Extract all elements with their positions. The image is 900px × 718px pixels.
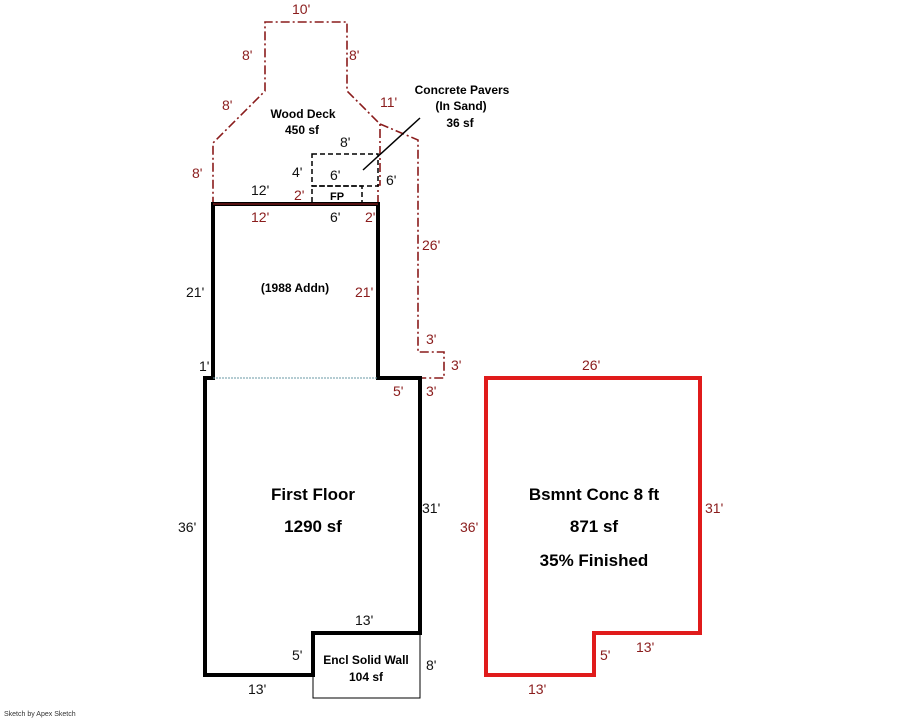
basement-finished: 35% Finished xyxy=(540,551,649,570)
addition-dim-step-left: 1' xyxy=(199,358,209,374)
fireplace-dim-bottom: 6' xyxy=(330,209,340,225)
addition-dim-top-black: 12' xyxy=(251,182,269,198)
first-floor-dim-right: 31' xyxy=(422,500,440,516)
first-floor-dim-left: 36' xyxy=(178,519,196,535)
addition-dim-right: 21' xyxy=(355,284,373,300)
basement-dim-right: 31' xyxy=(705,500,723,516)
first-floor-title: First Floor xyxy=(271,485,355,504)
deck-outline xyxy=(212,21,381,204)
addition-dim-top-red: 12' xyxy=(251,209,269,225)
pavers-title-line2: (In Sand) xyxy=(435,99,486,113)
first-floor-dim-notch-side: 5' xyxy=(292,647,302,663)
deck-dim-join-right: 2' xyxy=(365,209,375,225)
addition-label: (1988 Addn) xyxy=(261,281,329,295)
deck-dim-upper-left: 8' xyxy=(242,47,252,63)
basement-title: Bsmnt Conc 8 ft xyxy=(529,485,660,504)
deck-title: Wood Deck xyxy=(270,107,335,121)
fireplace-label: FP xyxy=(330,191,344,203)
pavers-dim-left: 4' xyxy=(292,164,302,180)
deck-dim-diag-right: 11' xyxy=(380,94,397,110)
first-floor-area: 1290 sf xyxy=(284,517,342,536)
enclosure-area: 104 sf xyxy=(349,670,384,684)
basement-outline xyxy=(484,376,702,677)
pavers-outline xyxy=(311,153,379,187)
deck-dim-right-long: 26' xyxy=(422,237,440,253)
deck-outline-right xyxy=(379,123,445,379)
basement-dim-top: 26' xyxy=(582,357,600,373)
pavers-dim-right: 6' xyxy=(386,172,396,188)
deck-dim-upper-right: 8' xyxy=(349,47,359,63)
basement-area: 871 sf xyxy=(570,517,619,536)
pavers-pointer-line xyxy=(362,117,421,171)
sketch-credit: Sketch by Apex Sketch xyxy=(4,711,76,718)
basement-dim-notch-vert: 5' xyxy=(600,647,610,663)
pavers-title-line1: Concrete Pavers xyxy=(415,83,510,97)
deck-dim-join-left: 2' xyxy=(294,187,304,203)
pavers-dim-top: 8' xyxy=(340,134,350,150)
basement-dim-bottom: 13' xyxy=(528,681,546,697)
deck-dim-diag-left: 8' xyxy=(222,97,232,113)
deck-dim-lower-left: 8' xyxy=(192,165,202,181)
deck-dim-top: 10' xyxy=(292,1,310,17)
first-floor-dim-notch-top: 13' xyxy=(355,612,373,628)
pavers-area: 36 sf xyxy=(446,116,474,130)
enclosure-title: Encl Solid Wall xyxy=(323,653,409,667)
first-floor-dim-bottom: 13' xyxy=(248,681,266,697)
first-floor-outline xyxy=(203,202,422,677)
basement-dim-left: 36' xyxy=(460,519,478,535)
enclosure-outline xyxy=(312,632,421,699)
addition-dim-left: 21' xyxy=(186,284,204,300)
deck-area: 450 sf xyxy=(285,123,320,137)
pavers-dim-inner: 6' xyxy=(330,167,340,183)
deck-dim-step-horiz: 3' xyxy=(451,357,461,373)
deck-dim-step-vert: 3' xyxy=(426,331,436,347)
enclosure-dim-right: 8' xyxy=(426,657,436,673)
deck-dim-step-bottom: 3' xyxy=(426,383,436,399)
basement-dim-notch-horiz: 13' xyxy=(636,639,654,655)
addition-dim-step-right: 5' xyxy=(393,383,403,399)
